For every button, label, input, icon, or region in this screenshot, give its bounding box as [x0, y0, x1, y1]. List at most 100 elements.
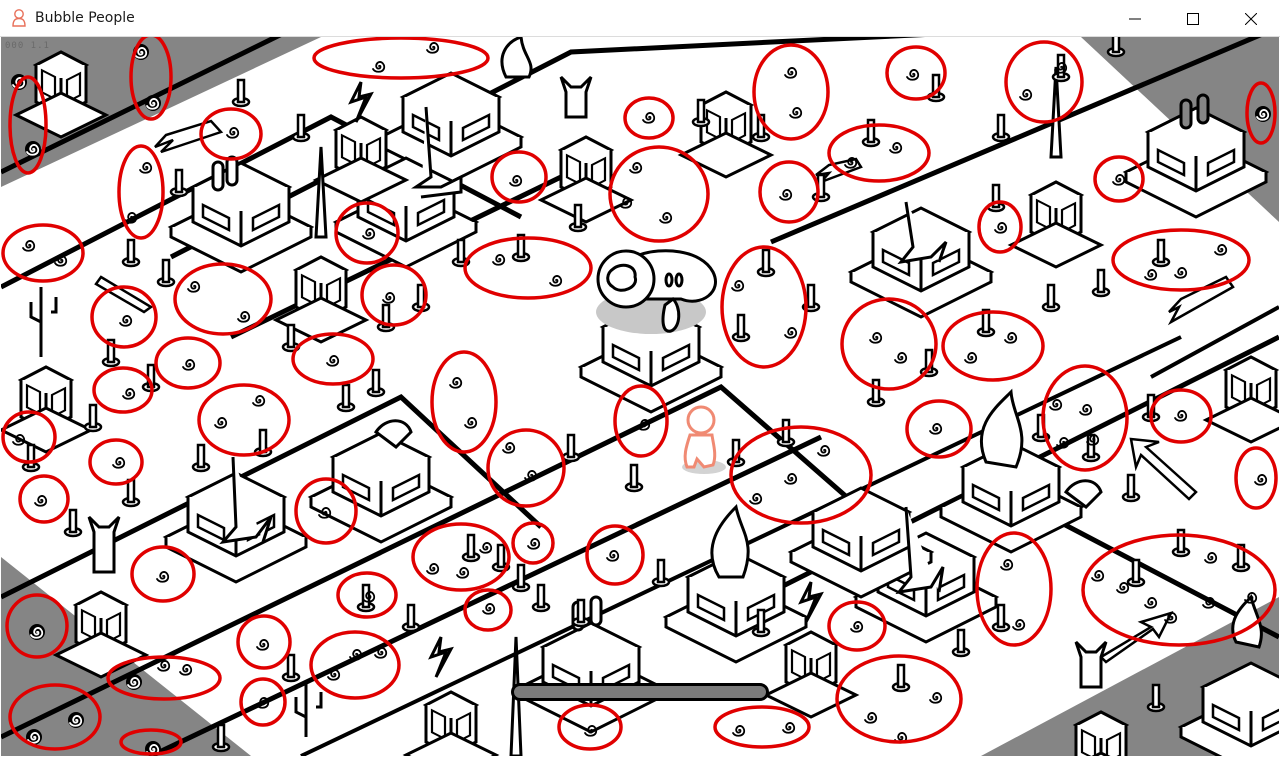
snail-spiral-icon[interactable]: [382, 292, 396, 304]
snail-spiral-icon[interactable]: [256, 639, 270, 651]
found-marker: [1004, 40, 1084, 124]
red-circle-marker: [827, 600, 887, 652]
snail-spiral-icon[interactable]: [24, 140, 42, 158]
snail-spiral-icon[interactable]: [125, 673, 143, 691]
snail-spiral-icon[interactable]: [1000, 559, 1014, 571]
snail-spiral-icon[interactable]: [749, 493, 763, 505]
maximize-button[interactable]: [1164, 0, 1222, 37]
snail-spiral-icon[interactable]: [1049, 399, 1063, 411]
snail-spiral-icon[interactable]: [629, 162, 643, 174]
snail-spiral-icon[interactable]: [226, 127, 240, 139]
snail-spiral-icon[interactable]: [894, 352, 908, 364]
snail-spiral-icon[interactable]: [214, 417, 228, 429]
found-marker: [486, 428, 566, 508]
snail-spiral-icon[interactable]: [119, 315, 133, 327]
snail-spiral-icon[interactable]: [789, 107, 803, 119]
snail-spiral-icon[interactable]: [502, 442, 516, 454]
snail-spiral-icon[interactable]: [889, 142, 903, 154]
snail-spiral-icon[interactable]: [372, 61, 386, 73]
snail-spiral-icon[interactable]: [179, 664, 193, 676]
snail-spiral-icon[interactable]: [1254, 105, 1272, 123]
snail-spiral-icon[interactable]: [1204, 552, 1218, 564]
snail-spiral-icon[interactable]: [994, 222, 1008, 234]
snail-spiral-icon[interactable]: [22, 240, 36, 252]
found-markers: [1, 37, 1278, 756]
snail-spiral-icon[interactable]: [122, 388, 136, 400]
red-circle-marker: [430, 350, 498, 454]
snail-spiral-icon[interactable]: [929, 692, 943, 704]
snail-spiral-icon[interactable]: [28, 623, 46, 641]
snail-spiral-icon[interactable]: [527, 538, 541, 550]
red-circle-marker: [905, 399, 973, 459]
snail-spiral-icon[interactable]: [864, 712, 878, 724]
found-marker: [199, 107, 263, 161]
snail-spiral-icon[interactable]: [1012, 619, 1026, 631]
snail-spiral-icon[interactable]: [1116, 582, 1130, 594]
found-marker: [8, 73, 48, 175]
snail-spiral-icon[interactable]: [156, 571, 170, 583]
red-circle-marker: [490, 150, 548, 204]
snail-spiral-icon[interactable]: [252, 395, 266, 407]
build-label: 000 1.1: [5, 41, 50, 51]
snail-spiral-icon[interactable]: [1144, 269, 1158, 281]
giraffe-statues: [219, 106, 948, 595]
snail-spiral-icon[interactable]: [492, 254, 506, 266]
snail-spiral-icon[interactable]: [1214, 244, 1228, 256]
snail-spiral-icon[interactable]: [784, 67, 798, 79]
snail-spiral-icon[interactable]: [732, 725, 746, 737]
snail-spiral-icon[interactable]: [34, 495, 48, 507]
snail-spiral-icon[interactable]: [549, 275, 563, 287]
snail-spiral-icon[interactable]: [326, 355, 340, 367]
snail-spiral-icon[interactable]: [139, 162, 153, 174]
snail-spiral-icon[interactable]: [426, 563, 440, 575]
found-marker: [1, 223, 85, 283]
snail-spiral-icon[interactable]: [779, 189, 793, 201]
red-circle-marker: [713, 705, 811, 749]
snail-spiral-icon[interactable]: [449, 377, 463, 389]
snail-spiral-icon[interactable]: [642, 112, 656, 124]
found-marker: [130, 545, 196, 603]
red-circle-marker: [106, 655, 222, 701]
snail-spiral-icon[interactable]: [731, 280, 745, 292]
snail-spiral-icon[interactable]: [464, 417, 478, 429]
snail-spiral-icon[interactable]: [659, 212, 673, 224]
snail-spiral-icon[interactable]: [1174, 410, 1188, 422]
game-canvas[interactable]: 000 1.1: [1, 37, 1279, 756]
snail-spiral-icon[interactable]: [1174, 267, 1188, 279]
close-button[interactable]: [1222, 0, 1280, 37]
snail-spiral-icon[interactable]: [1019, 89, 1033, 101]
snail-spiral-icon[interactable]: [850, 621, 864, 633]
snail-spiral-icon[interactable]: [144, 94, 162, 112]
snail-spiral-icon[interactable]: [182, 359, 196, 371]
snail-spiral-icon[interactable]: [509, 175, 523, 187]
snail-spiral-icon[interactable]: [784, 473, 798, 485]
snail-spiral-icon[interactable]: [606, 550, 620, 562]
snail-spiral-icon[interactable]: [817, 445, 831, 457]
snail-spiral-icon[interactable]: [1091, 570, 1105, 582]
snail-spiral-icon[interactable]: [112, 457, 126, 469]
snail-spiral-icon[interactable]: [187, 281, 201, 293]
snail-spiral-icon[interactable]: [964, 352, 978, 364]
snail-spiral-icon[interactable]: [1112, 174, 1126, 186]
snail-spiral-icon[interactable]: [1079, 404, 1093, 416]
snail-spiral-icon[interactable]: [1254, 474, 1268, 486]
minimize-button[interactable]: [1106, 0, 1164, 37]
found-marker: [1234, 446, 1278, 510]
snail-spiral-icon[interactable]: [1144, 597, 1158, 609]
snail-spiral-icon[interactable]: [426, 42, 440, 54]
player-character[interactable]: [682, 405, 726, 474]
red-circle-marker: [1081, 533, 1277, 647]
snail-spiral-icon[interactable]: [869, 332, 883, 344]
red-circle-marker: [5, 593, 69, 659]
snail-spiral-icon[interactable]: [784, 327, 798, 339]
snail-spiral-icon[interactable]: [1004, 332, 1018, 344]
snail-spiral-icon[interactable]: [929, 423, 943, 435]
snail-spiral-icon[interactable]: [456, 567, 470, 579]
snail-spiral-icon[interactable]: [67, 711, 85, 729]
snail-spiral-icon[interactable]: [782, 722, 796, 734]
snail-spiral-icon[interactable]: [482, 603, 496, 615]
museum-scene[interactable]: [1, 37, 1279, 756]
snail-spiral-icon[interactable]: [479, 542, 493, 554]
snail-spiral-icon[interactable]: [906, 69, 920, 81]
snail-spiral-icon[interactable]: [237, 311, 251, 323]
